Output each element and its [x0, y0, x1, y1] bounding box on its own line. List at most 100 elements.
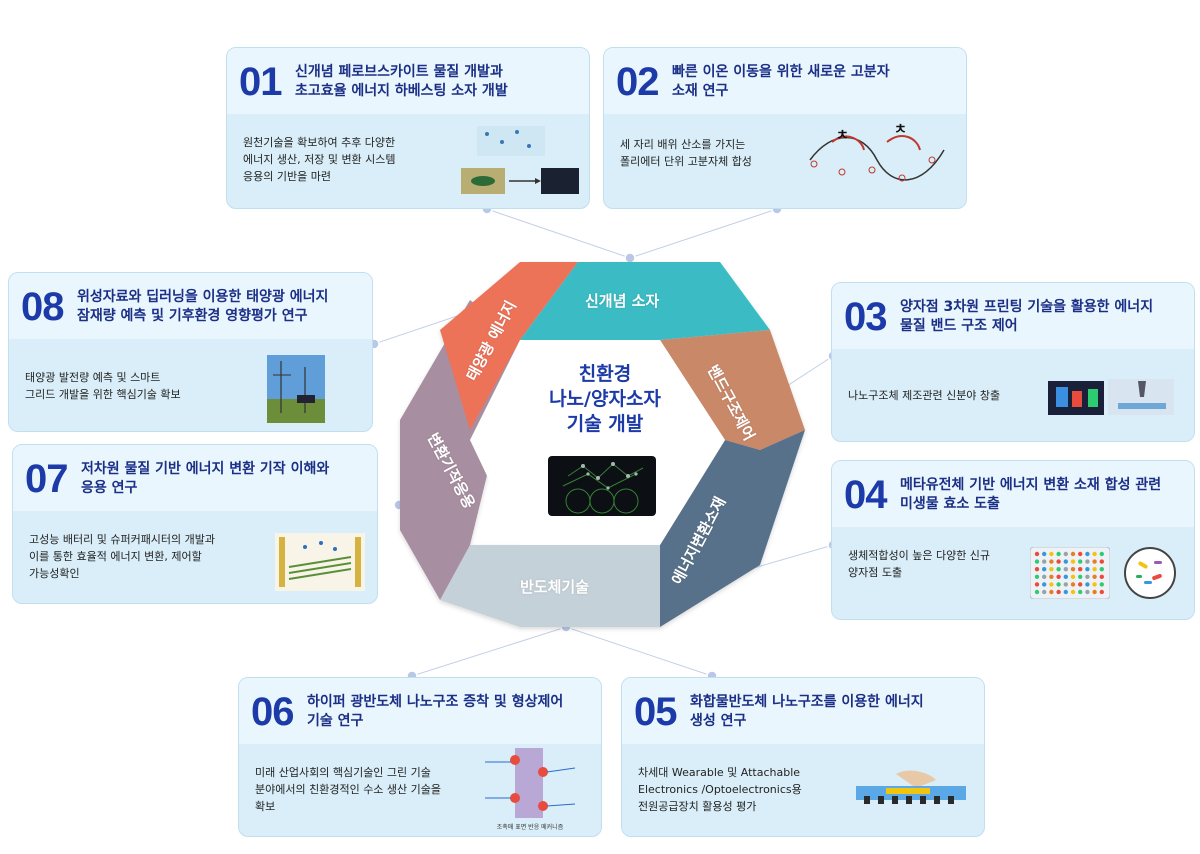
card-08: 08 위성자료와 딥러닝을 이용한 태양광 에너지 잠재량 예측 및 기후환경 … — [8, 272, 373, 432]
plate-well — [1049, 559, 1054, 564]
plate-well — [1063, 559, 1068, 564]
card-number: 04 — [844, 473, 887, 517]
plate-well — [1034, 582, 1040, 587]
plate-well — [1070, 582, 1076, 587]
plate-well — [1092, 551, 1097, 557]
plate-well — [1034, 559, 1040, 564]
plate-well — [1092, 589, 1097, 595]
card-number: 05 — [634, 690, 677, 734]
card-04: 04 메타유전체 기반 에너지 변환 소재 합성 관련 미생물 효소 도출 생체… — [831, 460, 1195, 620]
plate-well — [1034, 574, 1040, 579]
plate-well — [1056, 567, 1061, 572]
plate-well — [1085, 559, 1090, 564]
card-02: 02 빠른 이온 이동을 위한 새로운 고분자 소재 연구 세 자리 배위 산소… — [603, 47, 967, 209]
card-number: 02 — [616, 60, 659, 104]
plate-well — [1063, 567, 1068, 572]
segment-semiconductor — [440, 545, 660, 627]
polymer-structure-image: ㅊ ㅊ — [802, 120, 952, 190]
plate-well — [1099, 551, 1104, 557]
plate-well — [1070, 551, 1076, 557]
card-description: 고성능 배터리 및 슈퍼커패시터의 개발과 이를 통한 효율적 에너지 변환, … — [29, 533, 216, 580]
segment-solar — [440, 262, 578, 430]
inner-hexagon — [470, 340, 725, 545]
card-title: 위성자료와 딥러닝을 이용한 태양광 에너지 잠재량 예측 및 기후환경 영향평… — [77, 289, 329, 324]
card-01: 01 신개념 페로브스카이트 물질 개발과 초고효율 에너지 하베스팅 소자 개… — [226, 47, 590, 209]
battery-structure-image — [275, 533, 365, 591]
card-description: 세 자리 배위 산소를 가지는 폴리에터 단위 고분자체 합성 — [620, 138, 752, 168]
plate-well — [1078, 574, 1083, 579]
plate-well — [1092, 559, 1097, 564]
plate-well — [1042, 582, 1047, 587]
card-description: 원천기술을 확보하여 추후 다양한 에너지 생산, 저장 및 변환 시스템 응용… — [243, 136, 396, 183]
segment-energy-material — [660, 430, 805, 627]
plate-well — [1070, 567, 1076, 572]
solar-site-photo — [267, 355, 325, 423]
svg-text:ㅊ: ㅊ — [836, 128, 849, 144]
plate-well — [1099, 582, 1104, 587]
card-title: 하이퍼 광반도체 나노구조 증착 및 형상제어 기술 연구 — [307, 694, 564, 729]
card-07: 07 저차원 물질 기반 에너지 변환 기작 이해와 응용 연구 고성능 배터리… — [12, 444, 378, 604]
plate-well — [1034, 589, 1040, 595]
plate-well — [1034, 567, 1040, 572]
plate-well — [1049, 582, 1054, 587]
plate-well — [1078, 551, 1083, 557]
plate-well — [1099, 589, 1104, 595]
plate-well — [1049, 574, 1054, 579]
plate-well — [1078, 559, 1083, 564]
card-description: 태양광 발전량 예측 및 스마트 그리드 개발을 위한 핵심기술 확보 — [25, 371, 181, 401]
card-number: 07 — [25, 457, 68, 501]
plate-well — [1056, 589, 1061, 595]
plate-well — [1085, 551, 1090, 557]
molecular-structure-image — [548, 456, 656, 516]
plate-well — [1092, 582, 1097, 587]
plate-well — [1063, 582, 1068, 587]
plate-well — [1085, 589, 1090, 595]
plate-well — [1099, 567, 1104, 572]
segment-new-device — [520, 262, 770, 340]
plate-well — [1085, 582, 1090, 587]
plate-well — [1070, 559, 1076, 564]
card-05: 05 화합물반도체 나노구조를 이용한 에너지 생성 연구 차세대 Wearab… — [621, 677, 985, 837]
microbe-dish-image — [1122, 545, 1178, 601]
card-number: 01 — [239, 60, 282, 104]
plate-well — [1042, 559, 1047, 564]
3d-printing-image — [1048, 375, 1178, 419]
card-number: 06 — [251, 690, 294, 734]
segment-label-new-device: 신개념 소자 — [585, 292, 660, 310]
card-title: 양자점 3차원 프린팅 기술을 활용한 에너지 물질 밴드 구조 제어 — [900, 299, 1154, 334]
plate-well — [1085, 567, 1090, 572]
card-title: 빠른 이온 이동을 위한 새로운 고분자 소재 연구 — [672, 64, 890, 99]
plate-well — [1049, 589, 1054, 595]
plate-well — [1078, 582, 1083, 587]
plate-well — [1085, 574, 1090, 579]
plate-well — [1063, 589, 1068, 595]
plate-well — [1063, 551, 1068, 557]
plate-well — [1049, 551, 1054, 557]
figure-caption: 조촉매 표면 반응 메커니즘 — [496, 824, 564, 831]
card-03: 03 양자점 3차원 프린팅 기술을 활용한 에너지 물질 밴드 구조 제어 나… — [831, 282, 1195, 442]
card-description: 차세대 Wearable 및 Attachable Electronics /O… — [638, 766, 802, 813]
card-description: 미래 산업사회의 핵심기술인 그린 기술 분야에서의 친환경적인 수소 생산 기… — [255, 766, 442, 813]
plate-well — [1034, 551, 1040, 557]
card-description: 생체적합성이 높은 다양한 신규 양자점 도출 — [848, 549, 991, 579]
plate-well — [1049, 567, 1054, 572]
plate-well — [1042, 589, 1047, 595]
plate-well — [1092, 574, 1097, 579]
card-06: 06 하이퍼 광반도체 나노구조 증착 및 형상제어 기술 연구 미래 산업사회… — [238, 677, 602, 837]
card-number: 03 — [844, 295, 887, 339]
card-title: 신개념 페로브스카이트 물질 개발과 초고효율 에너지 하베스팅 소자 개발 — [295, 64, 508, 99]
segment-band-structure — [660, 330, 805, 450]
wearable-device-image — [856, 766, 966, 814]
microplate-image — [1029, 546, 1111, 600]
plate-well — [1056, 559, 1061, 564]
plate-well — [1063, 574, 1068, 579]
plate-well — [1056, 574, 1061, 579]
card-title: 화합물반도체 나노구조를 이용한 에너지 생성 연구 — [690, 694, 924, 729]
svg-text:ㅊ: ㅊ — [894, 122, 907, 138]
perovskite-device-image — [457, 124, 582, 204]
plate-well — [1056, 582, 1061, 587]
card-title: 메타유전체 기반 에너지 변환 소재 합성 관련 미생물 효소 도출 — [900, 477, 1162, 512]
plate-well — [1056, 551, 1061, 557]
center-title: 친환경 나노/양자소자 기술 개발 — [549, 363, 661, 435]
